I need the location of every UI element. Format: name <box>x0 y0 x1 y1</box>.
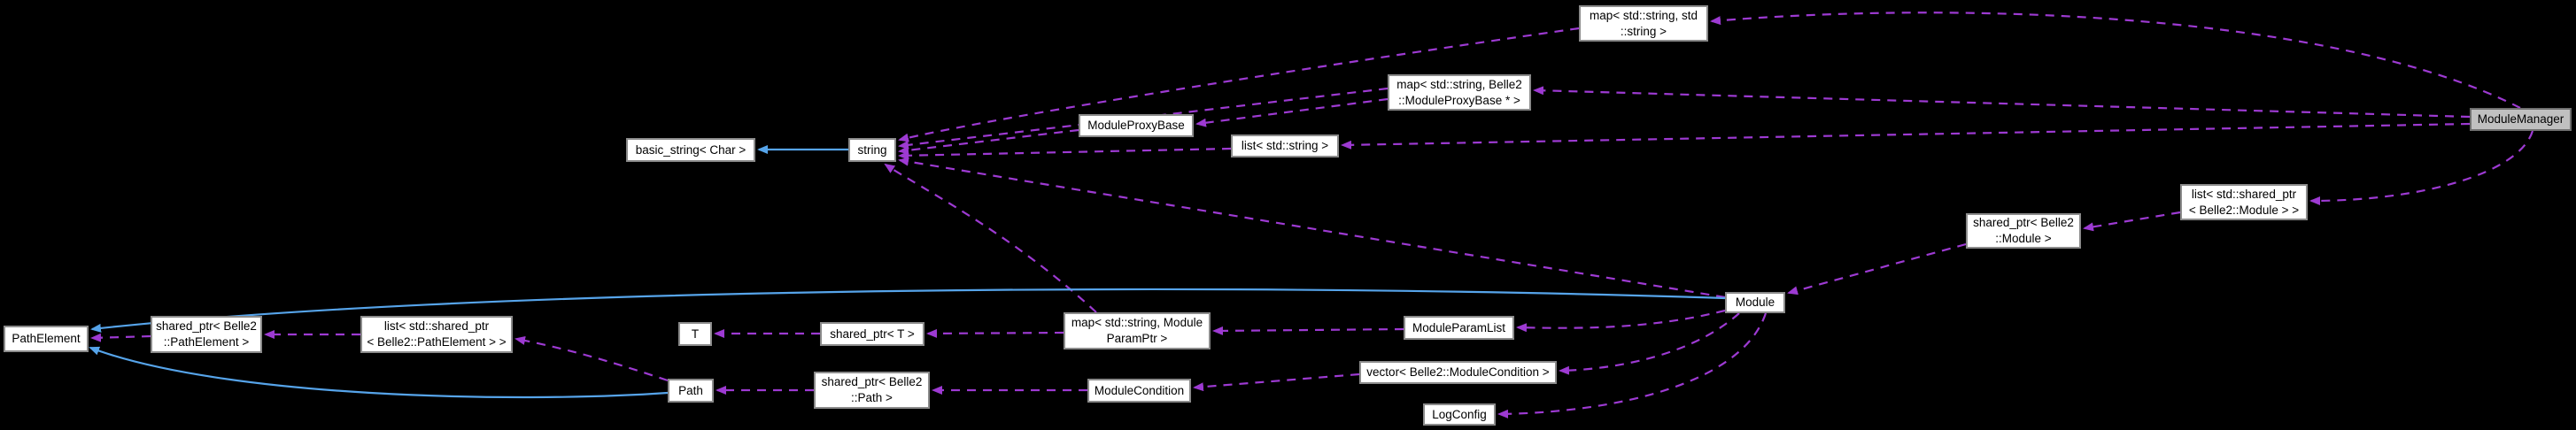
node-label: ::string > <box>1620 24 1667 38</box>
node-module[interactable]: Module <box>1725 292 1785 313</box>
edge-module-to-pathelement-inheritance <box>90 288 1726 333</box>
node-label: shared_ptr< Belle2 <box>1973 216 2074 229</box>
node-label: map< std::string, Belle2 <box>1396 77 1522 91</box>
edge-modulemanager-to-map-string-string-usage <box>1710 12 2521 109</box>
edge-module-to-string-usage <box>898 157 1726 299</box>
node-string: string <box>848 138 896 162</box>
edge-modulemanager-to-list-string-usage <box>1341 122 2471 150</box>
node-list-string: list< std::string > <box>1231 134 1339 157</box>
node-label: shared_ptr< Belle2 <box>156 319 257 333</box>
node-label: ModuleManager <box>2477 112 2564 126</box>
node-label: < Belle2::PathElement > > <box>367 335 507 349</box>
edge-module-to-moduleparamlist-usage <box>1516 309 1726 333</box>
node-label: PathElement <box>12 332 81 345</box>
node-label: ModuleCondition <box>1094 383 1185 397</box>
edge-modulemanager-to-list-shared-ptr-module-usage <box>2309 130 2534 205</box>
node-label: ::Module > <box>1995 232 2052 245</box>
node-modulecondition[interactable]: ModuleCondition <box>1087 379 1191 403</box>
edge-map-string-moduleproxybase-to-moduleproxybase-usage <box>1195 97 1389 127</box>
node-label: vector< Belle2::ModuleCondition > <box>1366 365 1550 379</box>
edge-shared-ptr-module-to-module-usage <box>1787 242 1967 296</box>
node-label: list< std::shared_ptr <box>383 319 490 333</box>
node-basic-string-char: basic_string< Char > <box>626 138 755 162</box>
node-label: ModuleProxyBase <box>1087 119 1185 132</box>
node-list-shared-ptr-pathelement: list< std::shared_ptr< Belle2::PathEleme… <box>360 316 513 353</box>
node-moduleproxybase[interactable]: ModuleProxyBase <box>1079 114 1194 137</box>
edge-modulemanager-to-map-string-moduleproxybase-usage <box>1533 86 2471 119</box>
node-path[interactable]: Path <box>668 379 714 403</box>
edge-vector-modulecondition-to-modulecondition-usage <box>1193 372 1360 392</box>
node-map-string-moduleproxybase: map< std::string, Belle2::ModuleProxyBas… <box>1388 74 1531 111</box>
node-t: T <box>678 322 712 346</box>
node-label: < Belle2::Module > > <box>2188 203 2300 217</box>
node-shared-ptr-pathelement: shared_ptr< Belle2::PathElement > <box>151 316 262 353</box>
edge-path-to-list-shared-ptr-pathelement-usage <box>514 335 669 382</box>
node-label: ParamPtr > <box>1106 332 1168 345</box>
node-label: T <box>691 326 700 341</box>
node-shared-ptr-module: shared_ptr< Belle2::Module > <box>1966 213 2081 249</box>
edge-path-to-pathelement-inheritance <box>89 346 669 399</box>
node-map-string-string: map< std::string, std::string > <box>1579 5 1708 42</box>
edge-map-string-moduleparamptr-to-shared-ptr-t-usage <box>926 328 1064 338</box>
node-label: string <box>857 142 887 157</box>
edge-moduleproxybase-to-string-usage <box>898 128 1079 155</box>
node-label: basic_string< Char > <box>635 142 746 157</box>
node-label: ::Path > <box>851 391 893 404</box>
node-shared-ptr-path: shared_ptr< Belle2::Path > <box>814 372 930 409</box>
node-label: map< std::string, std <box>1590 8 1698 22</box>
node-label: list< std::string > <box>1241 139 1329 152</box>
node-label: list< std::shared_ptr <box>2191 187 2297 201</box>
edge-list-shared-ptr-module-to-shared-ptr-module-usage <box>2083 211 2181 232</box>
edge-map-string-string-to-string-usage <box>898 27 1580 142</box>
node-label: ::PathElement > <box>163 335 250 349</box>
node-label: Path <box>678 383 703 397</box>
node-label: LogConfig <box>1432 407 1487 421</box>
node-vector-modulecondition: vector< Belle2::ModuleCondition > <box>1359 361 1557 384</box>
edge-module-to-vector-modulecondition-usage <box>1559 312 1740 375</box>
node-label: ModuleParamList <box>1412 320 1506 334</box>
node-label: ::ModuleProxyBase * > <box>1398 93 1520 107</box>
node-label: map< std::string, Module <box>1071 316 1203 329</box>
node-label: shared_ptr< Belle2 <box>821 375 923 388</box>
edge-shared-ptr-pathelement-to-pathelement-usage <box>90 333 151 342</box>
node-label: Module <box>1735 296 1775 309</box>
node-pathelement[interactable]: PathElement <box>4 326 89 352</box>
edge-list-string-to-string-usage <box>898 147 1232 160</box>
node-label: shared_ptr< T > <box>830 326 915 341</box>
node-modulemanager: ModuleManager <box>2470 108 2572 131</box>
node-list-shared-ptr-module: list< std::shared_ptr< Belle2::Module > … <box>2180 184 2308 220</box>
node-logconfig[interactable]: LogConfig <box>1423 403 1496 426</box>
edge-moduleparamlist-to-map-string-moduleparamptr-usage <box>1212 326 1404 335</box>
node-moduleparamlist[interactable]: ModuleParamList <box>1404 316 1514 340</box>
node-shared-ptr-t: shared_ptr< T > <box>820 322 924 346</box>
